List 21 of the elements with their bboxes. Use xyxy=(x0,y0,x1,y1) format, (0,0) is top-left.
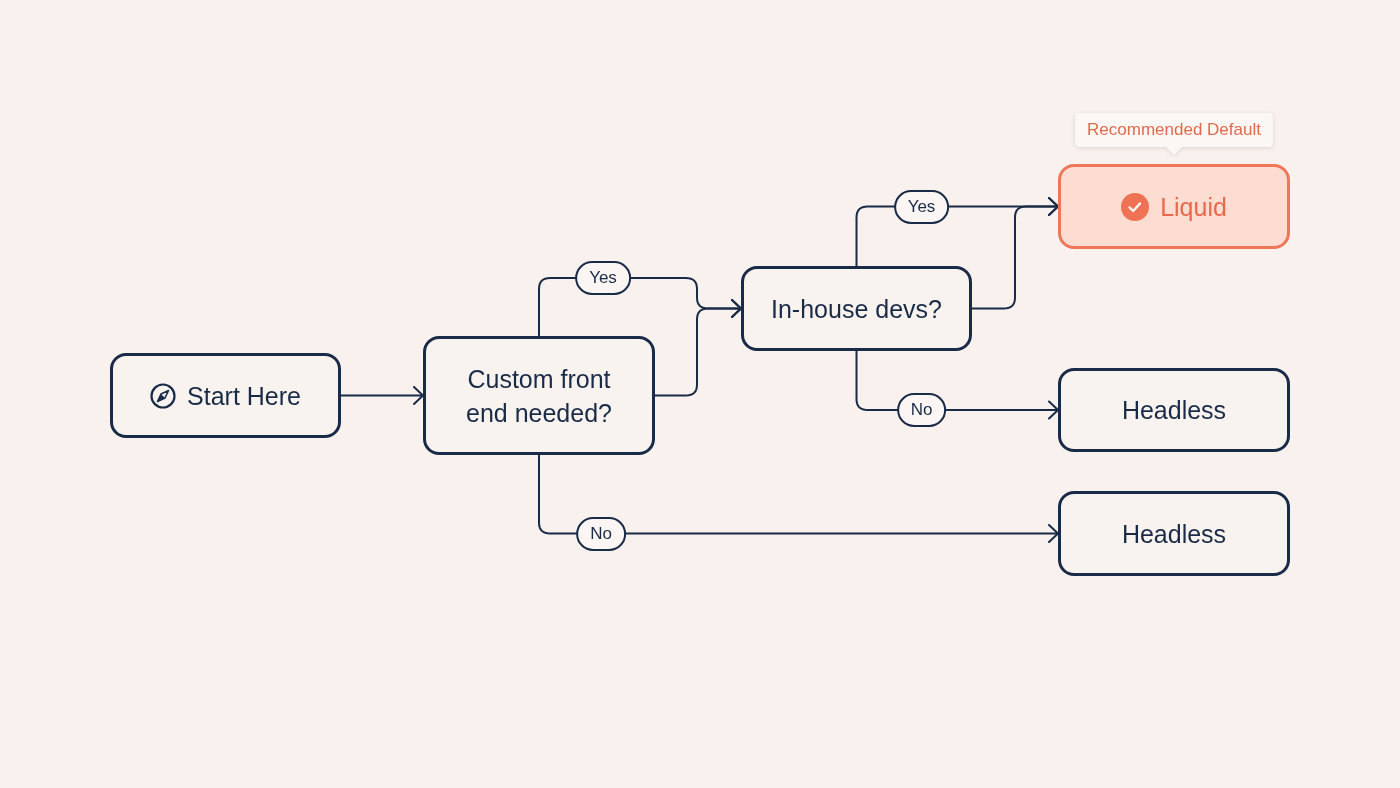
arrow xyxy=(538,454,1059,543)
result-box xyxy=(1058,491,1290,576)
node-label: Custom front end needed? xyxy=(465,363,613,429)
edge-label: Yes xyxy=(893,189,950,224)
edge-label: No xyxy=(576,516,626,551)
node-label: Liquid xyxy=(1160,191,1227,223)
decision-box xyxy=(423,336,655,455)
node-label: Start Here xyxy=(187,380,301,412)
arrow xyxy=(971,197,1059,310)
node-label: Headless xyxy=(1121,518,1227,550)
arrow xyxy=(340,386,424,405)
arrow xyxy=(654,299,742,397)
start-box xyxy=(110,353,341,438)
node-label: In-house devs? xyxy=(771,293,942,325)
edge-label: No xyxy=(896,393,947,427)
tooltip: Recommended Default xyxy=(1075,113,1273,156)
result-box xyxy=(1058,164,1290,249)
edge-label: Yes xyxy=(575,261,631,295)
decision-box xyxy=(741,266,972,351)
result-box xyxy=(1058,368,1290,452)
node-label: Headless xyxy=(1121,395,1227,426)
